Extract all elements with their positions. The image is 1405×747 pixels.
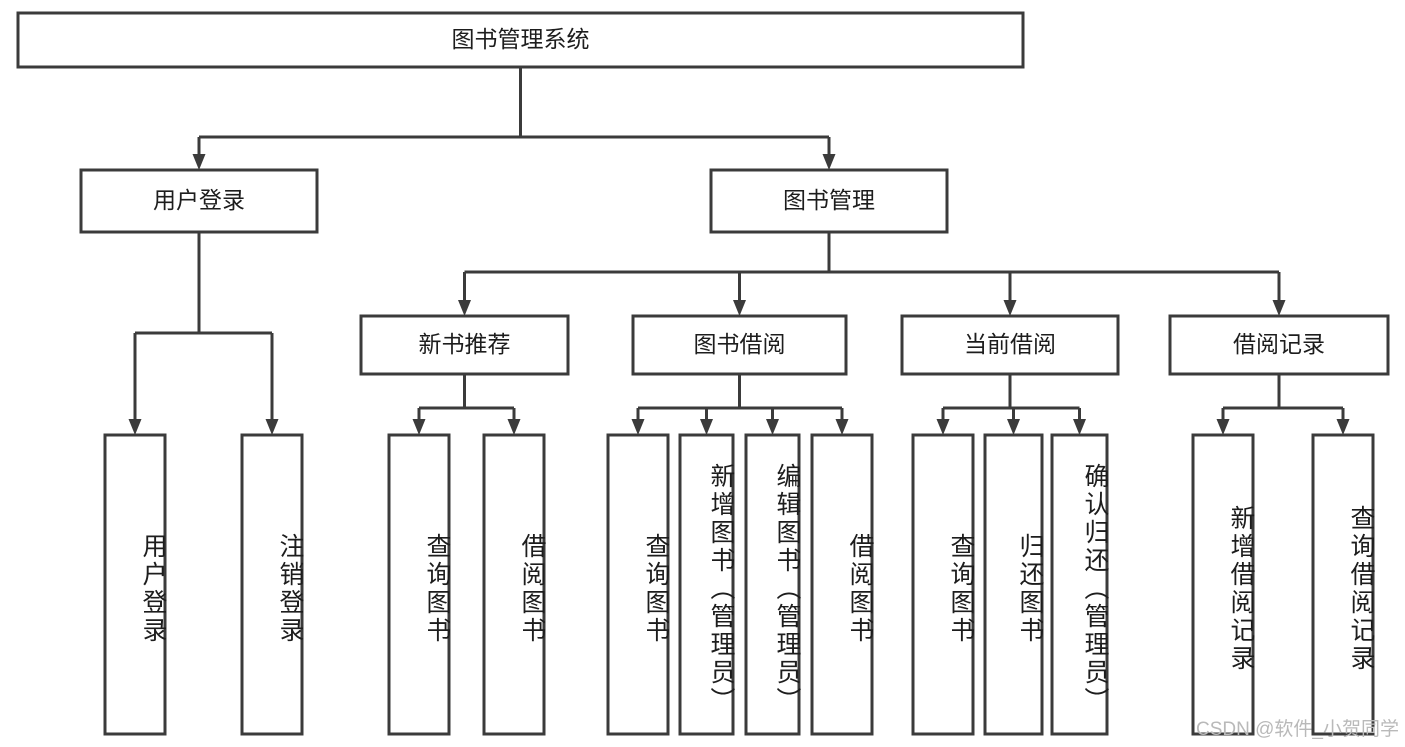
node-leaf-query-book-2[interactable]: [606, 433, 670, 736]
arrow-head-borrow-record-1: [1336, 419, 1350, 435]
arrow-head-user-login-1: [265, 419, 279, 435]
node-box-leaf-add-record[interactable]: [1191, 433, 1255, 736]
node-new-book-rec[interactable]: 新书推荐: [359, 314, 570, 376]
node-leaf-add-book[interactable]: [678, 433, 735, 736]
node-leaf-add-record[interactable]: [1191, 433, 1255, 736]
node-label-book-manage: 图书管理: [783, 187, 875, 213]
arrow-head-book-borrow-3: [835, 419, 849, 435]
arrow-head-current-borrow-1: [1007, 419, 1020, 435]
node-label-book-borrow: 图书借阅: [694, 331, 786, 357]
node-label-user-login: 用户登录: [153, 187, 245, 213]
node-leaf-edit-book[interactable]: [744, 433, 801, 736]
node-leaf-return-book[interactable]: [983, 433, 1044, 736]
node-box-book-borrow[interactable]: [631, 314, 848, 376]
node-box-leaf-return-book[interactable]: [983, 433, 1044, 736]
node-box-leaf-query-record[interactable]: [1311, 433, 1375, 736]
arrow-head-current-borrow-0: [936, 419, 950, 435]
node-box-leaf-user-logout[interactable]: [240, 433, 304, 736]
arrow-head-book-manage-3: [1272, 300, 1286, 316]
node-leaf-user-logout[interactable]: [240, 433, 304, 736]
arrow-head-new-book-rec-0: [412, 419, 426, 435]
arrow-head-book-borrow-0: [631, 419, 645, 435]
node-current-borrow[interactable]: 当前借阅: [900, 314, 1120, 376]
connector-layer: [128, 67, 1350, 435]
node-leaf-query-book-3[interactable]: [911, 433, 975, 736]
node-book-borrow[interactable]: 图书借阅: [631, 314, 848, 376]
arrow-head-root-0: [192, 154, 206, 170]
csdn-watermark: CSDN @软件_小贺同学: [1196, 719, 1399, 740]
arrow-head-book-manage-1: [733, 300, 746, 316]
node-box-current-borrow[interactable]: [900, 314, 1120, 376]
node-box-user-login[interactable]: [79, 168, 319, 234]
node-box-root[interactable]: [16, 11, 1025, 69]
node-box-leaf-edit-book[interactable]: [744, 433, 801, 736]
node-box-leaf-query-book-2[interactable]: [606, 433, 670, 736]
arrow-head-book-borrow-2: [766, 419, 779, 435]
node-leaf-borrow-book-2[interactable]: [810, 433, 874, 736]
arrow-head-root-1: [822, 154, 836, 170]
node-box-borrow-record[interactable]: [1168, 314, 1390, 376]
arrow-head-user-login-0: [128, 419, 142, 435]
node-user-login[interactable]: 用户登录: [79, 168, 319, 234]
arrow-head-borrow-record-0: [1216, 419, 1230, 435]
arrow-head-book-manage-0: [458, 300, 471, 316]
node-label-current-borrow: 当前借阅: [964, 331, 1056, 357]
node-book-manage[interactable]: 图书管理: [709, 168, 949, 234]
node-box-leaf-borrow-book-1[interactable]: [482, 433, 546, 736]
node-leaf-query-book-1[interactable]: [387, 433, 451, 736]
arrow-head-current-borrow-2: [1073, 419, 1086, 435]
arrow-head-book-borrow-1: [700, 419, 713, 435]
node-box-leaf-confirm-return[interactable]: [1050, 433, 1109, 736]
node-leaf-confirm-return[interactable]: [1050, 433, 1109, 736]
node-box-leaf-query-book-1[interactable]: [387, 433, 451, 736]
node-label-root: 图书管理系统: [452, 26, 590, 52]
node-box-book-manage[interactable]: [709, 168, 949, 234]
node-label-new-book-rec: 新书推荐: [419, 331, 511, 357]
node-borrow-record[interactable]: 借阅记录: [1168, 314, 1390, 376]
node-leaf-borrow-book-1[interactable]: [482, 433, 546, 736]
node-box-new-book-rec[interactable]: [359, 314, 570, 376]
node-box-leaf-borrow-book-2[interactable]: [810, 433, 874, 736]
node-leaf-query-record[interactable]: [1311, 433, 1375, 736]
node-label-borrow-record: 借阅记录: [1233, 331, 1325, 357]
node-leaf-user-login[interactable]: [103, 433, 167, 736]
node-box-leaf-query-book-3[interactable]: [911, 433, 975, 736]
node-box-leaf-add-book[interactable]: [678, 433, 735, 736]
arrow-head-book-manage-2: [1003, 300, 1017, 316]
arrow-head-new-book-rec-1: [507, 419, 521, 435]
node-box-leaf-user-login[interactable]: [103, 433, 167, 736]
node-root[interactable]: 图书管理系统: [16, 11, 1025, 69]
